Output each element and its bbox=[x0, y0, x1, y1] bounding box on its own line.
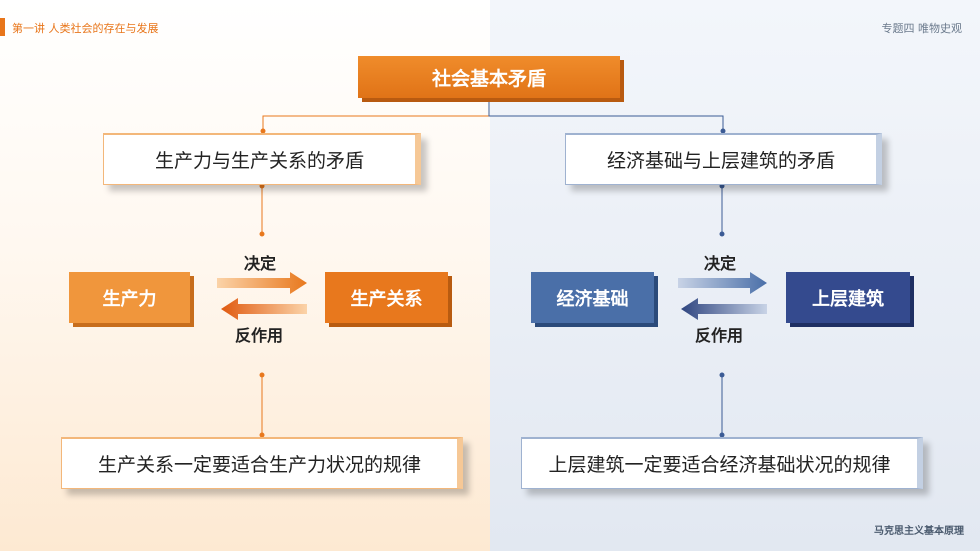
left-heading: 生产力与生产关系的矛盾 bbox=[154, 150, 364, 172]
node-production-relations-label: 生产关系 bbox=[350, 288, 423, 310]
right-react-label: 反作用 bbox=[695, 326, 744, 345]
left-arrow-decide bbox=[217, 272, 307, 294]
node-superstructure: 上层建筑 bbox=[786, 272, 910, 323]
left-react-label: 反作用 bbox=[235, 326, 284, 345]
node-productive-forces-label: 生产力 bbox=[102, 288, 157, 310]
topic-title: 专题四 唯物史观 bbox=[881, 22, 963, 35]
title-to-right-connector bbox=[486, 95, 726, 134]
right-conclusion: 上层建筑一定要适合经济基础状况的规律 bbox=[548, 454, 891, 476]
lecture-title: 第一讲 人类社会的存在与发展 bbox=[12, 22, 159, 35]
node-superstructure-label: 上层建筑 bbox=[812, 288, 884, 310]
node-economic-base-label: 经济基础 bbox=[556, 288, 629, 310]
left-vertical-connectors bbox=[259, 183, 265, 438]
left-conclusion-box: 生产关系一定要适合生产力状况的规律 bbox=[61, 437, 463, 489]
course-name: 马克思主义基本原理 bbox=[874, 526, 964, 537]
diagram-title: 社会基本矛盾 bbox=[431, 67, 546, 90]
right-decide-label: 决定 bbox=[704, 254, 737, 273]
right-arrow-decide bbox=[678, 272, 767, 294]
left-arrow-react bbox=[221, 298, 307, 320]
right-heading-box: 经济基础与上层建筑的矛盾 bbox=[565, 133, 882, 185]
right-conclusion-box: 上层建筑一定要适合经济基础状况的规律 bbox=[521, 437, 923, 489]
right-arrow-react bbox=[681, 298, 767, 320]
node-economic-base: 经济基础 bbox=[531, 272, 654, 323]
node-productive-forces: 生产力 bbox=[69, 272, 190, 323]
diagram-title-box: 社会基本矛盾 bbox=[358, 56, 620, 98]
left-heading-box: 生产力与生产关系的矛盾 bbox=[103, 133, 421, 185]
right-vertical-connectors bbox=[719, 183, 725, 438]
left-conclusion: 生产关系一定要适合生产力状况的规律 bbox=[97, 454, 421, 476]
left-decide-label: 决定 bbox=[244, 254, 277, 273]
node-production-relations: 生产关系 bbox=[325, 272, 448, 323]
title-to-left-connector bbox=[260, 98, 490, 134]
header-accent-bar bbox=[0, 18, 5, 36]
right-heading: 经济基础与上层建筑的矛盾 bbox=[606, 150, 835, 172]
